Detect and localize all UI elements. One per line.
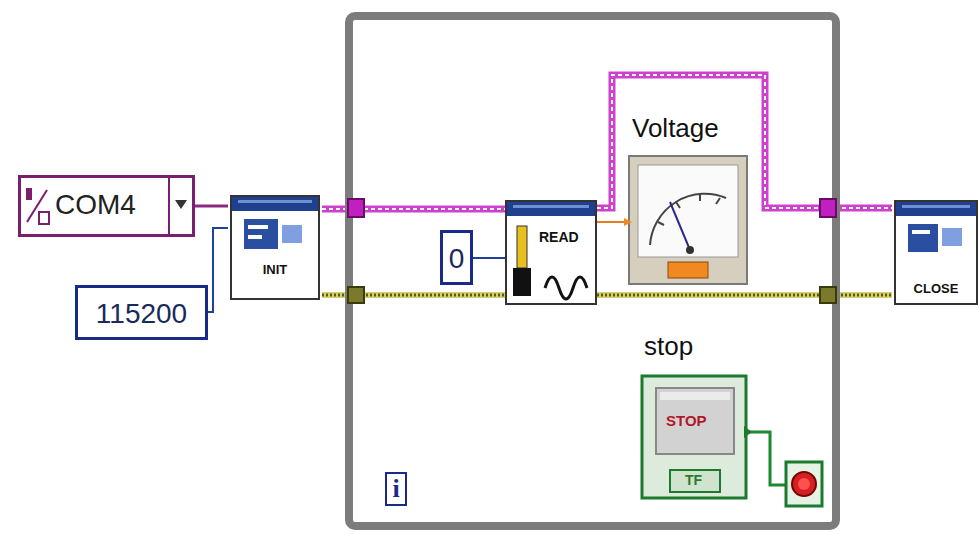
numeric-constant: 115200 [75,285,208,340]
boolean-wire [748,432,787,485]
node-label: INIT [228,263,322,277]
node-text: TF [685,473,702,488]
while-loop: i 0 READ Voltage stopSTOP TF [345,12,840,530]
stop-circle [792,472,816,496]
wire-stroke [208,228,228,312]
node-text: STOP [666,413,707,430]
wire [597,295,892,296]
vi-icon [505,200,597,305]
wire [597,222,628,223]
gauge-indicator: Voltage [628,110,748,285]
read-vi: READ [505,200,597,305]
stop-button-control: stopSTOP TF [640,330,750,500]
close-vi: CLOSE [892,200,979,305]
node-label: i [385,472,407,506]
node-label: Voltage [632,114,719,143]
terminal-frame [786,462,822,506]
node-label: READ [539,230,579,245]
wire [208,228,228,312]
wire-stroke [597,294,892,297]
vi-icon [228,195,322,300]
node-label: 0 [443,244,470,275]
wire-stroke [473,257,505,259]
wire-stroke [195,205,228,208]
node-label: 115200 [78,299,205,330]
node-label: CLOSE [892,282,979,296]
wire-stroke [597,221,628,223]
node-label: stop [644,332,693,361]
wire-stroke [597,292,892,298]
numeric-constant: 0 [440,230,473,285]
node-label: COM4 [55,190,136,221]
stop-circle-glint [798,478,810,490]
loop-condition-terminal [786,462,822,506]
init-vi: INIT [228,195,322,300]
wire [195,206,228,207]
wire [473,258,505,259]
visa-resource-constant: COM4 [18,175,195,237]
